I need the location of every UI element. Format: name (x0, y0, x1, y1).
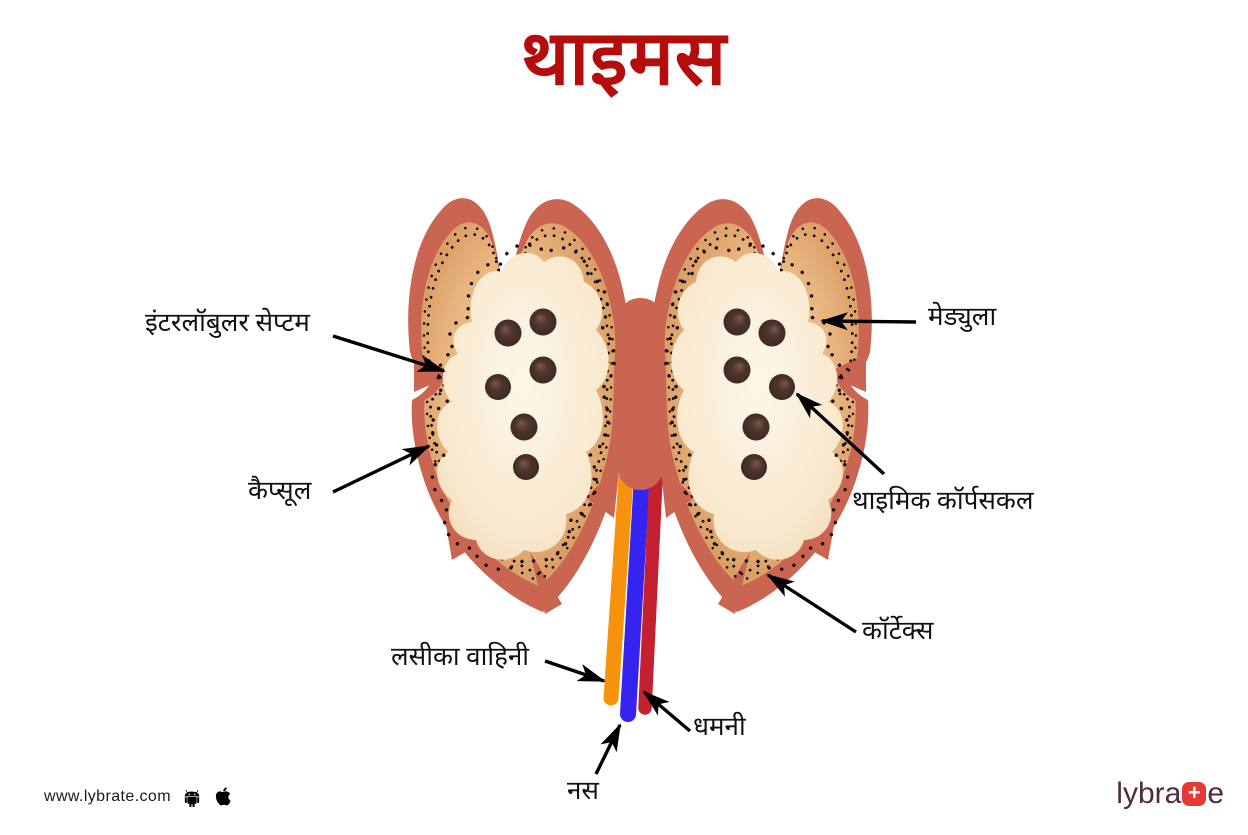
label-interlobular-septum: इंटरलॉबुलर सेप्टम (145, 308, 310, 337)
arrow-artery (642, 690, 692, 733)
vessels (603, 468, 663, 722)
apple-icon (213, 786, 233, 808)
vein-vessel (620, 468, 650, 722)
annotation-arrows (332, 312, 917, 775)
arrow-capsule (332, 444, 431, 494)
lymphatic-vessel (603, 470, 634, 706)
label-lymph-vessel: लसीका वाहिनी (391, 642, 530, 671)
label-medulla: मेड्युला (928, 302, 997, 331)
footer-branding: www.lybrate.com (44, 786, 233, 808)
label-cortex: कॉर्टेक्स (862, 616, 934, 645)
label-capsule: कैप्सूल (248, 476, 312, 505)
lybrate-logo: lybra + e (1116, 777, 1224, 811)
logo-text-left: lybra (1116, 777, 1182, 810)
right-lobe (651, 198, 872, 614)
logo-plus-icon: + (1182, 782, 1207, 806)
arrow-cortex (766, 573, 857, 634)
label-thymic-corpuscle: थाइमिक कॉर्पसकल (852, 486, 1034, 515)
android-icon (181, 786, 203, 808)
label-artery: धमनी (693, 712, 746, 741)
arrow-lymph-vessel (544, 659, 606, 683)
label-vein: नस (567, 776, 600, 805)
arrow-vein (594, 723, 622, 775)
arrow-thymic-corpuscle (795, 392, 886, 476)
arrow-interlobular-septum (332, 334, 446, 373)
website-url: www.lybrate.com (44, 788, 171, 805)
logo-text-right: e (1207, 777, 1224, 810)
artery-vessel (638, 471, 663, 715)
left-lobe (408, 198, 629, 614)
page-title: थाइमस (520, 17, 728, 101)
arrow-medulla (820, 312, 917, 331)
